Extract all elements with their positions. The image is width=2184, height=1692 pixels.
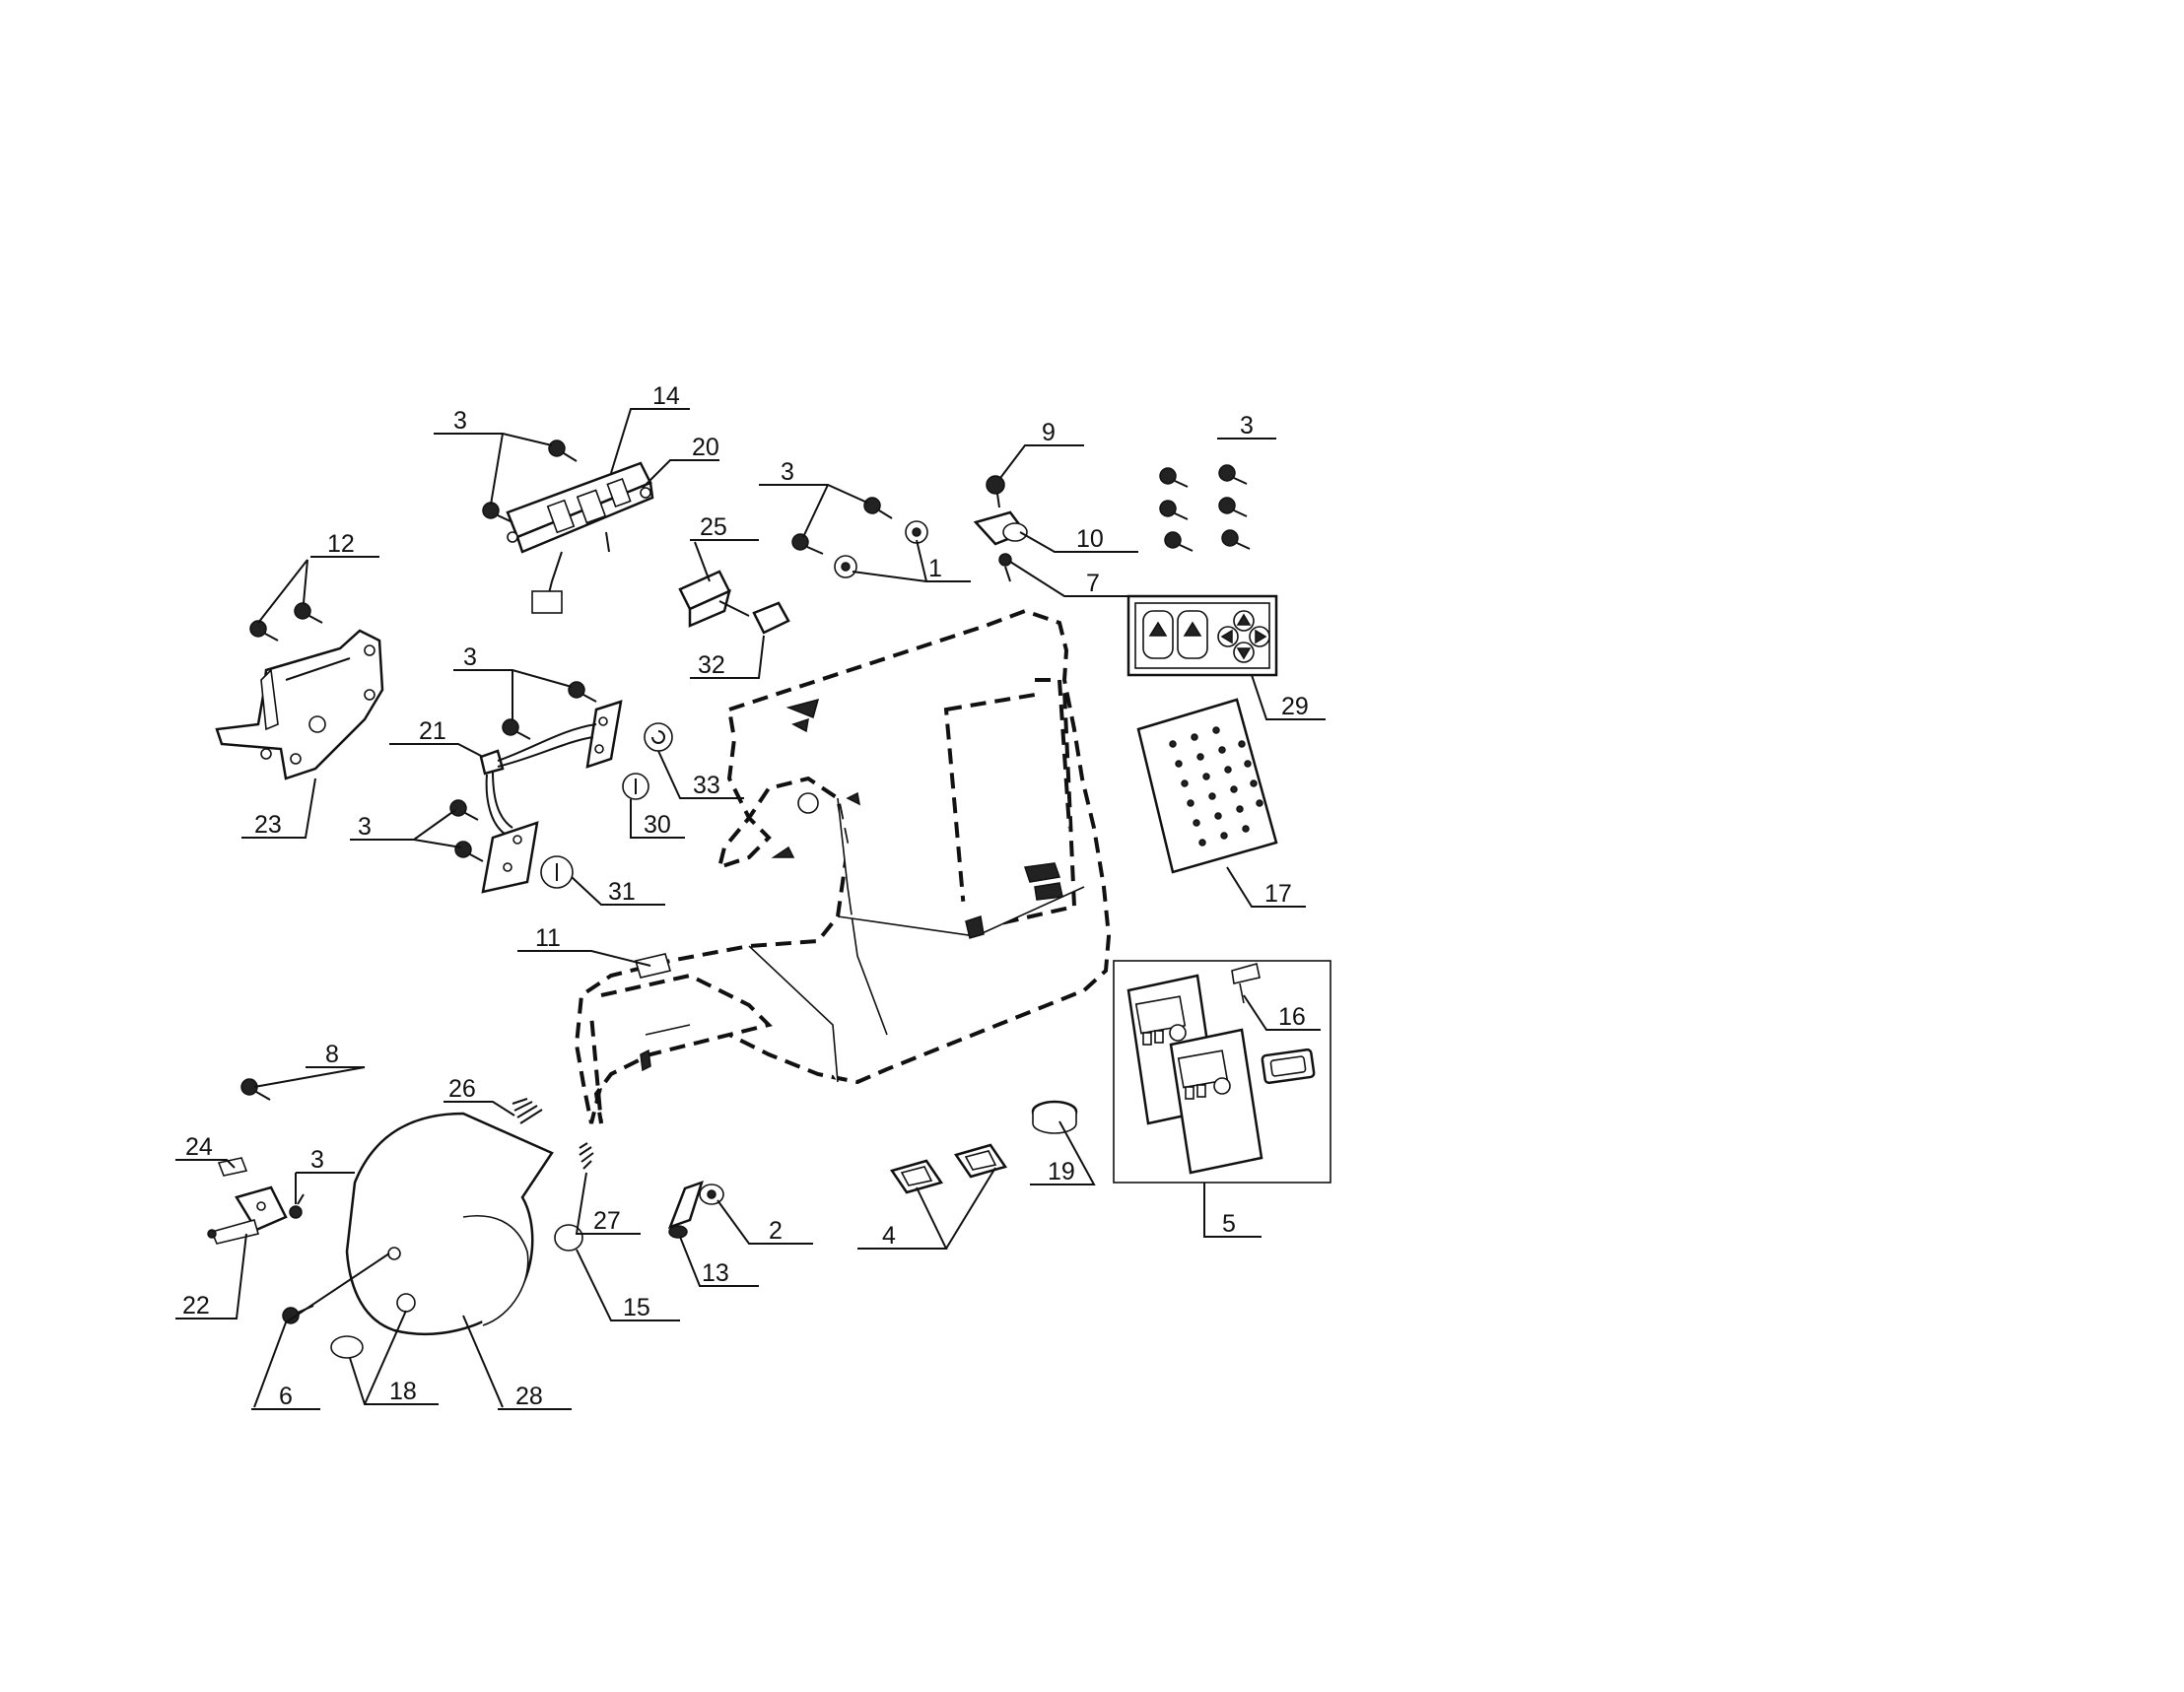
callout-30: 30 xyxy=(644,811,671,839)
button-membrane xyxy=(1126,594,1278,677)
callout-21: 21 xyxy=(419,717,446,745)
callout-3: 3 xyxy=(310,1146,324,1174)
callout-labels: 14 3 20 3 25 1 32 9 10 7 3 29 12 23 3 21… xyxy=(182,382,1309,1410)
callout-24: 24 xyxy=(185,1133,213,1161)
callout-17: 17 xyxy=(1264,880,1292,908)
callout-16: 16 xyxy=(1278,1003,1306,1031)
callout-20: 20 xyxy=(692,434,719,461)
screws-lower-harness xyxy=(449,799,484,862)
callout-11: 11 xyxy=(535,924,561,952)
wire-harness xyxy=(479,681,623,894)
o-ring-15 xyxy=(554,1224,583,1252)
panel-kit-5 xyxy=(1113,960,1331,1184)
callout-19: 19 xyxy=(1048,1158,1075,1185)
screw-set-right xyxy=(1159,464,1251,552)
callout-29: 29 xyxy=(1281,693,1309,720)
screw-14b xyxy=(482,502,513,523)
pulley-cover xyxy=(345,1112,554,1335)
callout-27: 27 xyxy=(593,1207,621,1235)
bolt-13 xyxy=(667,1180,724,1239)
callout-31: 31 xyxy=(608,878,636,906)
rubber-feet xyxy=(889,1143,1008,1194)
callout-8: 8 xyxy=(325,1041,339,1068)
leader-lines xyxy=(175,408,1326,1410)
machine-body xyxy=(574,608,1112,1124)
callout-3: 3 xyxy=(781,458,794,486)
pcb-board xyxy=(506,461,654,614)
screw-14a xyxy=(548,440,578,462)
callout-26: 26 xyxy=(448,1075,476,1103)
mount-bracket xyxy=(215,602,384,780)
thread-guide xyxy=(973,475,1028,582)
round-cap-31 xyxy=(540,855,574,889)
label-11 xyxy=(634,953,672,979)
callout-15: 15 xyxy=(623,1294,650,1321)
callout-7: 7 xyxy=(1086,570,1100,597)
callout-32: 32 xyxy=(698,651,725,679)
callout-2: 2 xyxy=(769,1217,783,1245)
callout-18: 18 xyxy=(389,1378,417,1405)
callout-5: 5 xyxy=(1222,1210,1236,1238)
screws-washers-1 xyxy=(791,497,928,578)
round-cap-33 xyxy=(644,722,673,752)
callout-12: 12 xyxy=(327,530,355,558)
callout-33: 33 xyxy=(693,772,720,799)
callout-6: 6 xyxy=(279,1383,293,1410)
screw-8 xyxy=(240,1078,271,1101)
callout-23: 23 xyxy=(254,811,282,839)
callout-3: 3 xyxy=(1240,412,1254,440)
ring-19 xyxy=(1031,1100,1078,1134)
callout-3: 3 xyxy=(358,813,372,841)
callout-25: 25 xyxy=(700,513,727,541)
hinge-bracket-22 xyxy=(207,1185,305,1245)
spring-27 xyxy=(579,1142,594,1170)
callout-4: 4 xyxy=(882,1222,896,1250)
callout-14: 14 xyxy=(652,382,680,410)
callout-13: 13 xyxy=(702,1259,729,1287)
callout-1: 1 xyxy=(928,555,942,582)
switch-lever xyxy=(678,570,790,635)
callout-10: 10 xyxy=(1076,525,1104,553)
cap-18 xyxy=(330,1335,364,1359)
callout-28: 28 xyxy=(515,1383,543,1410)
spring-26 xyxy=(512,1098,543,1124)
dot-cover-plate xyxy=(1136,698,1278,874)
callout-9: 9 xyxy=(1042,419,1056,446)
callout-3: 3 xyxy=(463,643,477,671)
callout-3: 3 xyxy=(453,407,467,435)
callout-22: 22 xyxy=(182,1292,210,1320)
round-cap-30 xyxy=(622,773,649,800)
